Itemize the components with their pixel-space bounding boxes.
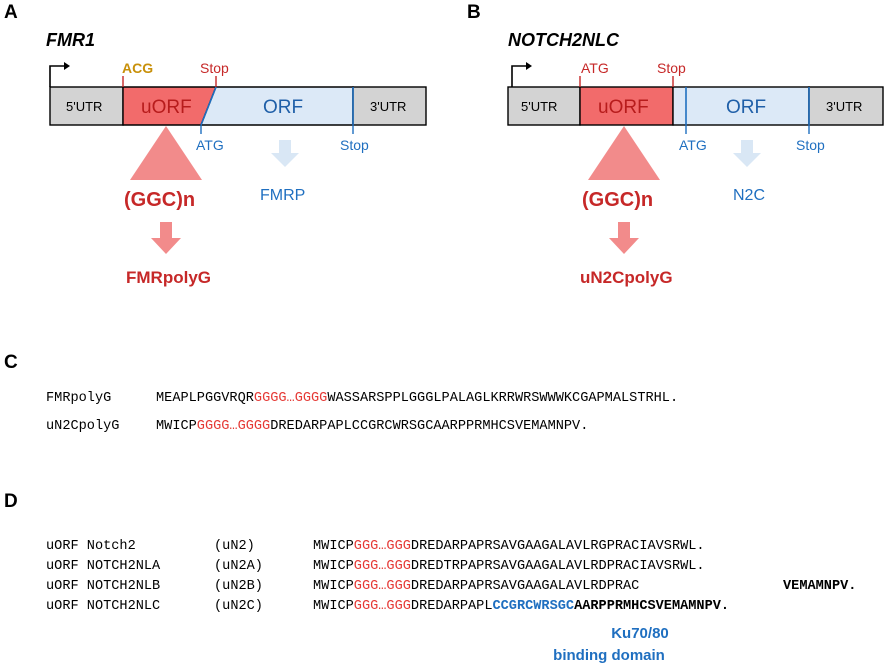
repeat-triangle-b <box>588 126 660 180</box>
uorf-label-a: uORF <box>141 97 192 118</box>
gene-name-notch2nlc: NOTCH2NLC <box>508 30 620 50</box>
uorf-box-b <box>579 86 674 126</box>
alignment-abbr: (uN2A) <box>214 559 263 574</box>
uorf-product-arrow-b <box>609 222 639 254</box>
tss-arrow-icon <box>49 62 70 87</box>
repeat-triangle-a <box>130 126 202 180</box>
orf-start-codon-a: ATG <box>196 137 224 153</box>
panel-label-c: C <box>4 352 18 373</box>
utr3-label-a: 3'UTR <box>370 99 406 114</box>
alignment-abbr: (uN2B) <box>214 579 263 594</box>
orf-start-codon-b: ATG <box>679 137 707 153</box>
panel-label-d: D <box>4 491 18 512</box>
orf-stop-label-a: Stop <box>340 137 369 153</box>
orf-stop-label-b: Stop <box>796 137 825 153</box>
utr5-label-b: 5'UTR <box>521 99 557 114</box>
alignment-sequence: MWICPGGG…GGGDREDARPAPRSAVGAAGALAVLRDPRAC <box>313 579 639 594</box>
uorf-product-a: FMRpolyG <box>126 268 211 287</box>
tss-arrow-icon <box>511 62 532 87</box>
uorf-product-arrow-a <box>151 222 181 254</box>
orf-product-b: N2C <box>733 187 765 204</box>
sequence: MWICPGGGG…GGGGDREDARPAPLCCGRCWRSGCAARPPR… <box>156 419 588 434</box>
uorf-start-codon-b: ATG <box>581 60 609 76</box>
utr5-box-b <box>507 86 581 126</box>
uorf-stop-label-a: Stop <box>200 60 229 76</box>
uorf-product-b: uN2CpolyG <box>580 268 673 287</box>
ku-domain-label: Ku70/80 <box>611 625 669 642</box>
ku-domain-label-2: binding domain <box>553 647 665 664</box>
sequence: MEAPLPGGVRQRGGGG…GGGGWASSARSPPLGGGLPALAG… <box>156 391 678 406</box>
alignment-abbr: (uN2C) <box>214 599 263 614</box>
orf-box-b <box>672 86 810 126</box>
utr3-label-b: 3'UTR <box>826 99 862 114</box>
panel-label-b: B <box>467 2 481 23</box>
alignment-label: uORF NOTCH2NLC <box>46 599 160 614</box>
utr5-label-a: 5'UTR <box>66 99 102 114</box>
sequence-label: uN2CpolyG <box>46 419 119 434</box>
alignment-abbr: (uN2) <box>214 539 255 554</box>
alignment-sequence: MWICPGGG…GGGDREDTRPAPRSAVGAAGALAVLRDPRAC… <box>313 559 705 574</box>
alignment-label: uORF NOTCH2NLB <box>46 579 160 594</box>
repeat-label-a: (GGC)n <box>124 189 195 211</box>
alignment-label: uORF Notch2 <box>46 539 136 554</box>
orf-label-a: ORF <box>263 97 303 118</box>
utr5-box-a <box>49 86 124 126</box>
panel-label-a: A <box>4 2 18 23</box>
sequence-label: FMRpolyG <box>46 391 111 406</box>
orf-product-arrow-a <box>271 140 299 167</box>
alignment-tail-bold: VEMAMNPV. <box>783 579 856 594</box>
orf-overlap-edge-a <box>200 86 217 126</box>
repeat-label-b: (GGC)n <box>582 189 653 211</box>
orf-product-a: FMRP <box>260 187 305 204</box>
alignment-sequence: MWICPGGG…GGGDREDARPAPRSAVGAAGALAVLRGPRAC… <box>313 539 705 554</box>
alignment-label: uORF NOTCH2NLA <box>46 559 161 574</box>
uorf-label-b: uORF <box>598 97 649 118</box>
utr3-box-b <box>808 86 884 126</box>
gene-name-fmr1: FMR1 <box>46 30 95 50</box>
orf-label-b: ORF <box>726 97 766 118</box>
alignment-sequence: MWICPGGG…GGGDREDARPAPLCCGRCWRSGCAARPPRMH… <box>313 599 729 614</box>
uorf-start-codon-a: ACG <box>122 60 153 76</box>
orf-product-arrow-b <box>733 140 761 167</box>
uorf-stop-label-b: Stop <box>657 60 686 76</box>
